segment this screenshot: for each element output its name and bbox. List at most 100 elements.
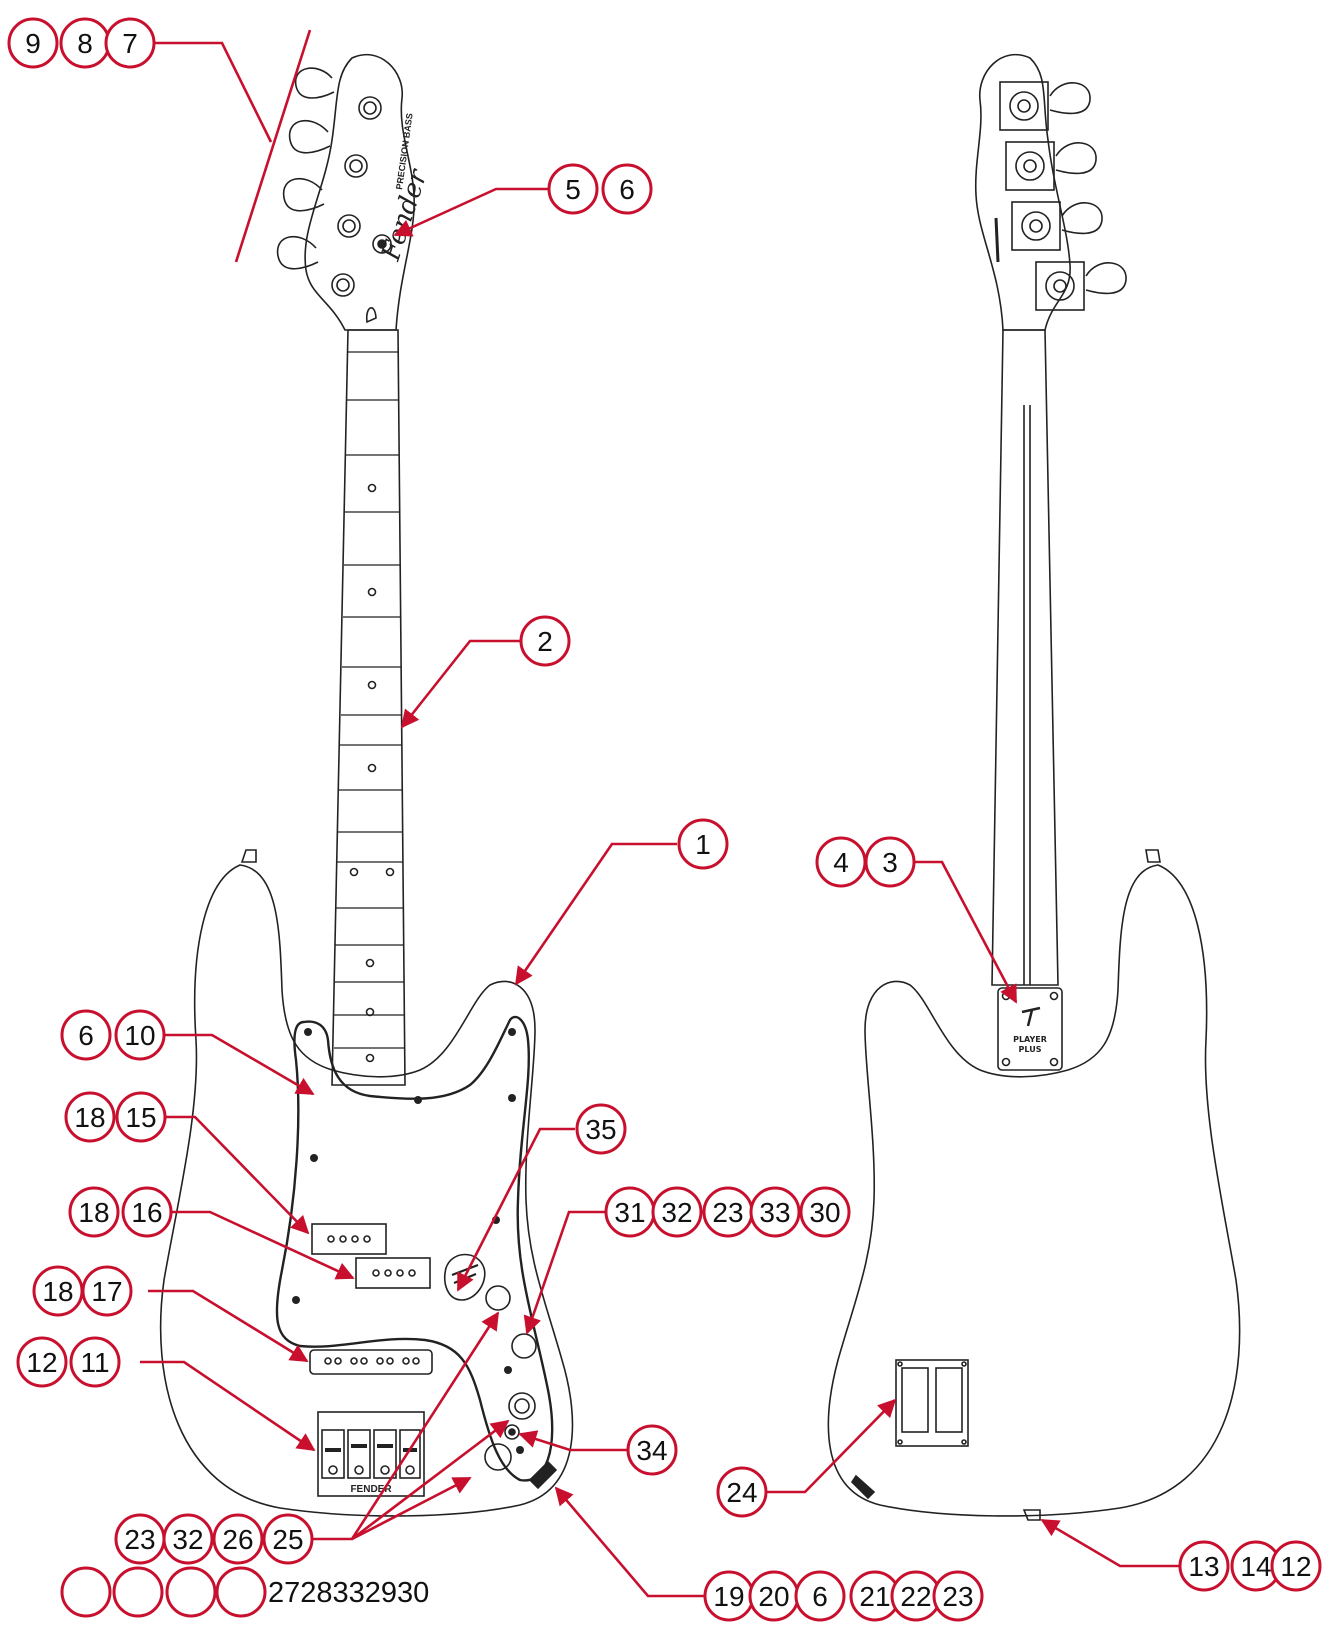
leader-control-3 xyxy=(351,1476,472,1541)
mini-toggle xyxy=(504,1424,520,1440)
callout-circle xyxy=(575,1103,627,1155)
callout-c26: 26 xyxy=(212,1513,264,1565)
callout-number: 26 xyxy=(222,1524,253,1555)
callout-circle xyxy=(864,836,916,888)
callout-c8: 8 xyxy=(59,17,111,69)
callout-number: 19 xyxy=(713,1581,744,1612)
callout-c4: 4 xyxy=(815,836,867,888)
callout-number: 2 xyxy=(537,626,553,657)
j-pickup xyxy=(309,1349,433,1375)
callout-c32a: 32 xyxy=(651,1186,703,1238)
callout-c23b: 23 xyxy=(114,1513,166,1565)
callout-c34: 34 xyxy=(626,1424,678,1476)
callout-circle xyxy=(16,1336,68,1388)
callout-number: 1 xyxy=(695,829,711,860)
callout-number: 7 xyxy=(122,28,138,59)
callout-circle xyxy=(64,1091,116,1143)
leader-pickguard xyxy=(163,1033,315,1096)
callout-number: 25 xyxy=(272,1524,303,1555)
callout-c2: 2 xyxy=(519,615,571,667)
callout-circle xyxy=(162,1513,214,1565)
leader-neck xyxy=(400,639,520,729)
callout-c10: 10 xyxy=(114,1009,166,1061)
callout-number: 23 xyxy=(124,1524,155,1555)
callout-number: 15 xyxy=(125,1102,156,1133)
callout-circle xyxy=(114,1009,166,1061)
callout-number: 30 xyxy=(809,1197,840,1228)
callout-circle xyxy=(60,1566,112,1618)
callout-c18c: 18 xyxy=(32,1265,84,1317)
p-pickup-lower xyxy=(355,1257,431,1289)
callout-circle xyxy=(262,1513,314,1565)
front-view xyxy=(159,53,574,1517)
callout-number: 18 xyxy=(74,1102,105,1133)
back-tuners xyxy=(999,81,1085,311)
front-tuner-keys xyxy=(276,67,335,270)
callout-number: 35 xyxy=(585,1114,616,1145)
pickguard-screws xyxy=(292,1028,524,1454)
callout-number: 31 xyxy=(614,1197,645,1228)
callout-circle xyxy=(794,1570,846,1622)
leader-mini-toggle xyxy=(518,1430,628,1452)
callout-circle xyxy=(60,1009,112,1061)
back-neck xyxy=(991,329,1059,986)
callout-c33: 33 xyxy=(749,1186,801,1238)
front-output-jack xyxy=(528,1460,558,1490)
callout-circle xyxy=(716,1466,768,1518)
callout-number: 11 xyxy=(80,1347,109,1378)
callout-circle xyxy=(547,163,599,215)
back-end-strap-button xyxy=(1022,1509,1041,1521)
callout-number: 3 xyxy=(882,847,898,878)
front-neck xyxy=(331,329,406,1086)
callout-number: 12 xyxy=(26,1347,57,1378)
callout-number: 13 xyxy=(1188,1551,1219,1582)
callout-circle xyxy=(626,1424,678,1476)
callout-number: 4 xyxy=(833,847,849,878)
truss-rod-access xyxy=(365,307,377,324)
control-knobs xyxy=(484,1285,537,1471)
callout-circle xyxy=(799,1186,851,1238)
callout-e2 xyxy=(112,1566,164,1618)
callout-c32b: 32 xyxy=(162,1513,214,1565)
p-pickup-upper xyxy=(311,1223,387,1255)
leader-bridge xyxy=(140,1360,316,1452)
callout-c19: 19 xyxy=(703,1570,755,1622)
front-pickguard xyxy=(275,1015,554,1482)
callout-c16: 16 xyxy=(121,1186,173,1238)
callout-number: 22 xyxy=(900,1581,931,1612)
callout-c11: 11 xyxy=(69,1336,121,1388)
callout-number: 21 xyxy=(859,1581,890,1612)
back-tuner-keys xyxy=(1049,82,1127,295)
callout-e4 xyxy=(215,1566,267,1618)
front-strap-button xyxy=(240,849,257,863)
leader-end-strap xyxy=(1040,1518,1180,1568)
front-headstock xyxy=(304,53,415,331)
battery-compartment xyxy=(895,1359,969,1447)
callout-number: 6 xyxy=(78,1020,94,1051)
callout-number: 8 xyxy=(77,28,93,59)
callout-number: 23 xyxy=(942,1581,973,1612)
front-fret-markers xyxy=(349,483,395,1063)
callout-number: 34 xyxy=(636,1435,667,1466)
callout-number: 17 xyxy=(91,1276,122,1307)
leader-selector xyxy=(456,1127,575,1292)
callout-number: 6 xyxy=(619,174,635,205)
callout-number: 5 xyxy=(565,174,581,205)
leader-control-2 xyxy=(351,1419,510,1541)
callout-c12b: 12 xyxy=(1270,1540,1322,1592)
callout-number: 20 xyxy=(758,1581,789,1612)
neckplate-line2: PLUS xyxy=(1019,1045,1042,1054)
callout-circle xyxy=(601,163,653,215)
callout-c13: 13 xyxy=(1178,1540,1230,1592)
leader-lines xyxy=(140,29,1180,1598)
callout-c23a: 23 xyxy=(702,1186,754,1238)
callout-c31: 31 xyxy=(604,1186,656,1238)
loose-number-string: 2728332930 xyxy=(268,1577,429,1609)
back-headstock-label xyxy=(994,217,1000,263)
callout-circle xyxy=(112,1566,164,1618)
callout-c1: 1 xyxy=(677,818,729,870)
headstock-tuner-bracket xyxy=(234,29,312,263)
back-strap-button xyxy=(1145,849,1161,863)
